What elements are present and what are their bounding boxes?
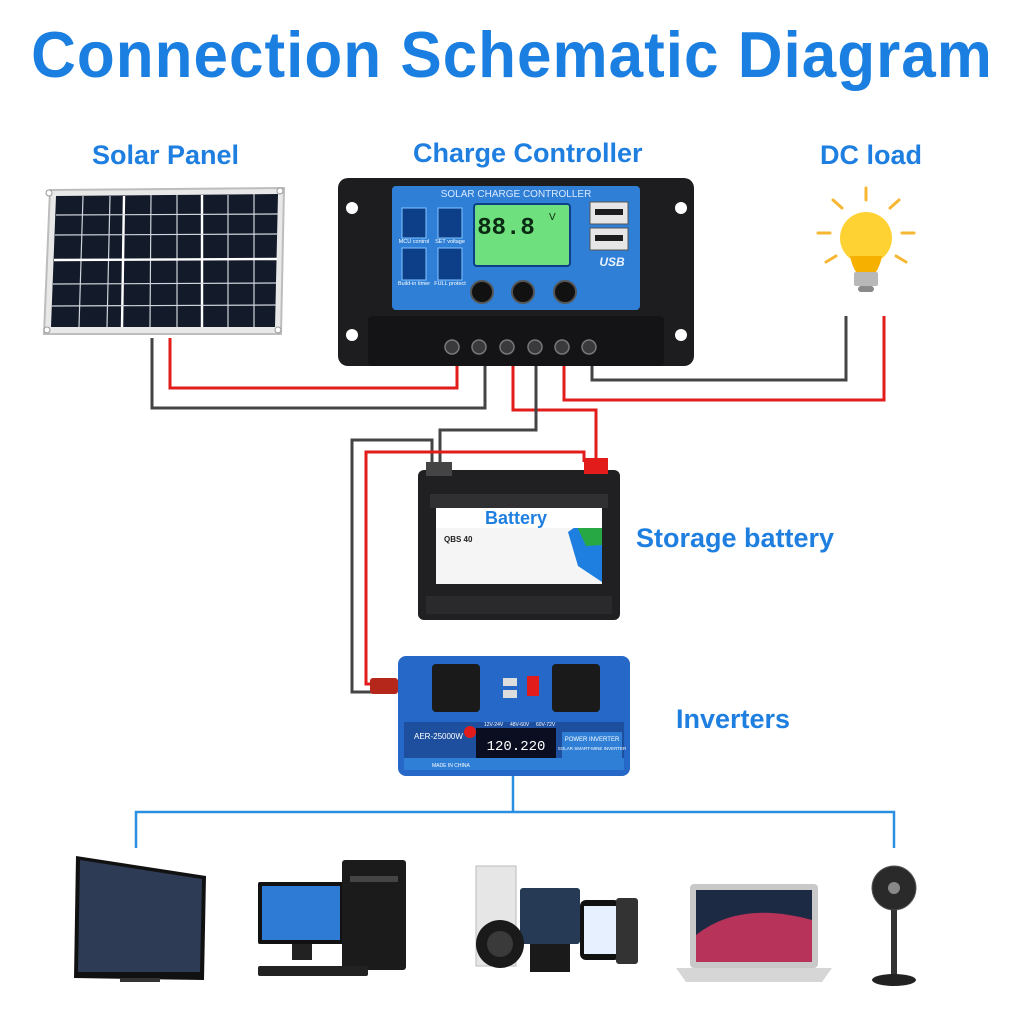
controller-lcd-value: 88.8 xyxy=(477,215,535,242)
label-inverters: Inverters xyxy=(676,704,791,734)
wire-battery-black-top xyxy=(438,352,538,462)
controller-lcd-unit: V xyxy=(549,212,556,223)
inverter-made-in: MADE IN CHINA xyxy=(432,763,470,769)
inverter-voltage-option-1: 12V-24V xyxy=(484,722,504,728)
light-bulb-icon xyxy=(816,186,916,292)
battery-label: Battery xyxy=(485,508,547,528)
inverter-display: 120.220 xyxy=(487,739,546,755)
controller-button-timer: Build-in timer xyxy=(398,281,430,287)
page-title: Connection Schematic Diagram xyxy=(31,19,993,92)
inverter-brand-line1: POWER INVERTER xyxy=(565,737,620,743)
wire-load-red xyxy=(562,316,886,402)
controller-button-protect: FULL protect xyxy=(434,281,466,287)
wire-solar-red xyxy=(168,338,459,390)
laptop-icon xyxy=(676,884,832,982)
inverter-voltage-option-3: 60V-72V xyxy=(536,722,556,728)
desktop-computer-icon xyxy=(258,860,406,976)
bus-output xyxy=(134,775,896,848)
charge-controller xyxy=(338,178,694,366)
controller-button-mcu: MCU control xyxy=(399,239,430,245)
inverter-model: AER-25000W xyxy=(414,732,463,741)
label-solar-panel: Solar Panel xyxy=(92,140,240,170)
fan-icon xyxy=(871,865,917,986)
inverter-voltage-option-2: 48V-60V xyxy=(510,722,530,728)
tv-icon xyxy=(74,856,206,982)
wire-battery-red-top xyxy=(511,352,598,462)
inverter-brand-line2: SOLAR SMART-MINE INVERTER xyxy=(558,746,627,751)
label-storage-battery: Storage battery xyxy=(636,523,835,553)
wire-inverter-black xyxy=(350,438,434,694)
controller-header: SOLAR CHARGE CONTROLLER xyxy=(441,189,592,200)
battery xyxy=(418,458,620,620)
label-dc-load: DC load xyxy=(820,140,923,170)
household-devices-icon xyxy=(475,865,638,972)
controller-button-set: SET voltage xyxy=(435,239,465,245)
inverter xyxy=(370,656,630,776)
solar-panel xyxy=(42,186,286,335)
label-charge-controller: Charge Controller xyxy=(413,138,643,168)
wire-solar-black xyxy=(150,338,487,410)
battery-model: QBS 40 xyxy=(444,535,473,544)
controller-usb-label: USB xyxy=(599,255,625,269)
